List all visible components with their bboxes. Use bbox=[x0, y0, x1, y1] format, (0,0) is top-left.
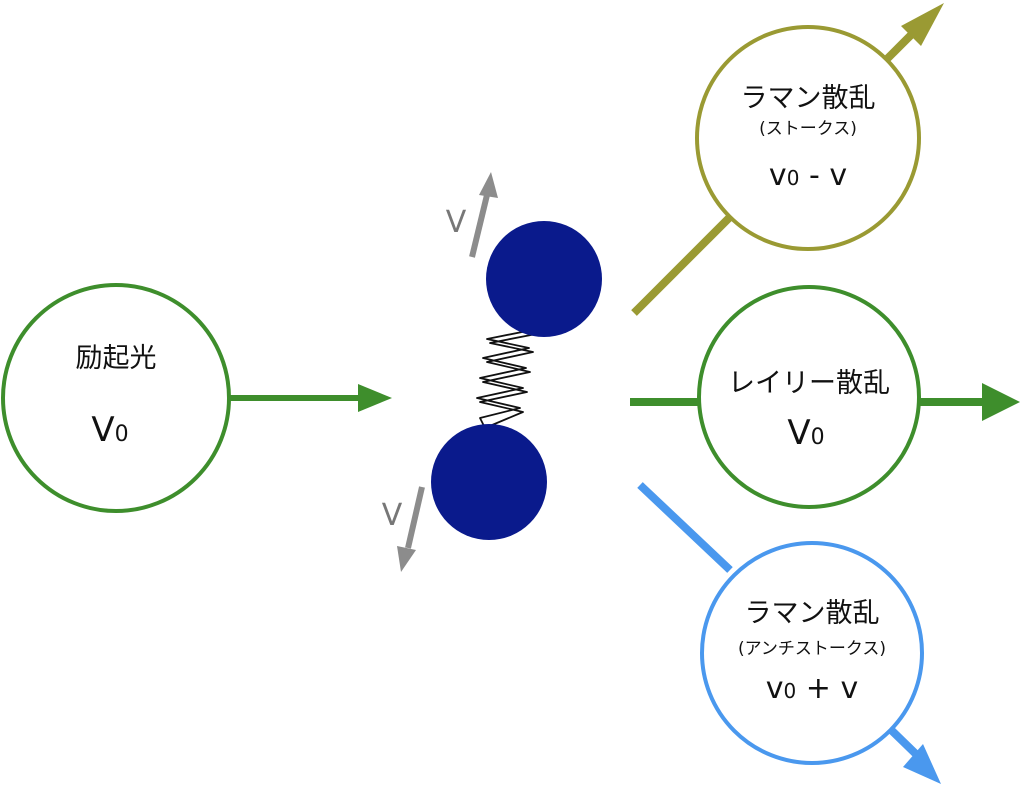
molecule-spring bbox=[476, 324, 537, 429]
stokes-frequency-symbol: v bbox=[769, 158, 787, 193]
atom-bottom bbox=[431, 424, 547, 540]
stokes-group: ラマン散乱 (ストークス) v0 - v bbox=[631, 3, 944, 316]
excitation-frequency-symbol: V bbox=[91, 410, 114, 450]
stokes-subtitle: (ストークス) bbox=[759, 119, 857, 139]
excitation-frequency-subscript: 0 bbox=[115, 422, 129, 447]
velocity-label-bottom: V bbox=[382, 498, 403, 533]
velocity-label-top: V bbox=[446, 205, 467, 240]
velocity-arrow-bottom-head bbox=[397, 546, 416, 572]
anti-stokes-frequency-shift: + v bbox=[796, 671, 858, 706]
stokes-arrow-head bbox=[901, 3, 944, 46]
velocity-arrow-top-head bbox=[479, 172, 498, 198]
stokes-arrow-shaft-lower bbox=[631, 209, 738, 316]
anti-stokes-circle bbox=[700, 541, 924, 765]
anti-stokes-frequency-subscript: 0 bbox=[784, 679, 797, 703]
rayleigh-frequency-symbol: V bbox=[787, 413, 810, 453]
velocity-arrow-bottom-shaft bbox=[405, 486, 425, 549]
excitation-arrow-head bbox=[358, 384, 392, 412]
rayleigh-title: レイリー散乱 bbox=[728, 368, 890, 399]
anti-stokes-title: ラマン散乱 bbox=[745, 598, 880, 629]
stokes-frequency-subscript: 0 bbox=[787, 166, 800, 190]
anti-stokes-frequency: v0 + v bbox=[766, 671, 858, 706]
rayleigh-group: レイリー散乱 V0 bbox=[630, 285, 1020, 509]
excitation-frequency: V0 bbox=[91, 410, 128, 450]
rayleigh-frequency-subscript: 0 bbox=[811, 425, 825, 450]
excitation-group: 励起光 V0 bbox=[1, 283, 392, 513]
atom-top bbox=[486, 221, 602, 337]
rayleigh-arrow-head bbox=[982, 383, 1020, 421]
stokes-circle bbox=[695, 25, 921, 251]
excitation-circle bbox=[1, 283, 231, 513]
excitation-title: 励起光 bbox=[76, 343, 157, 374]
stokes-frequency-shift: - v bbox=[799, 158, 847, 193]
anti-stokes-frequency-symbol: v bbox=[766, 671, 784, 706]
anti-stokes-subtitle: (アンチストークス) bbox=[738, 639, 886, 659]
rayleigh-circle bbox=[697, 285, 921, 509]
anti-stokes-arrow-shaft-upper bbox=[637, 482, 733, 573]
molecule-group: V V bbox=[382, 172, 602, 572]
rayleigh-frequency: V0 bbox=[787, 413, 824, 453]
stokes-title: ラマン散乱 bbox=[741, 83, 876, 114]
stokes-frequency: v0 - v bbox=[769, 158, 847, 193]
anti-stokes-group: ラマン散乱 (アンチストークス) v0 + v bbox=[637, 482, 941, 784]
velocity-arrow-top-shaft bbox=[469, 194, 490, 258]
anti-stokes-arrow-head bbox=[903, 744, 941, 784]
